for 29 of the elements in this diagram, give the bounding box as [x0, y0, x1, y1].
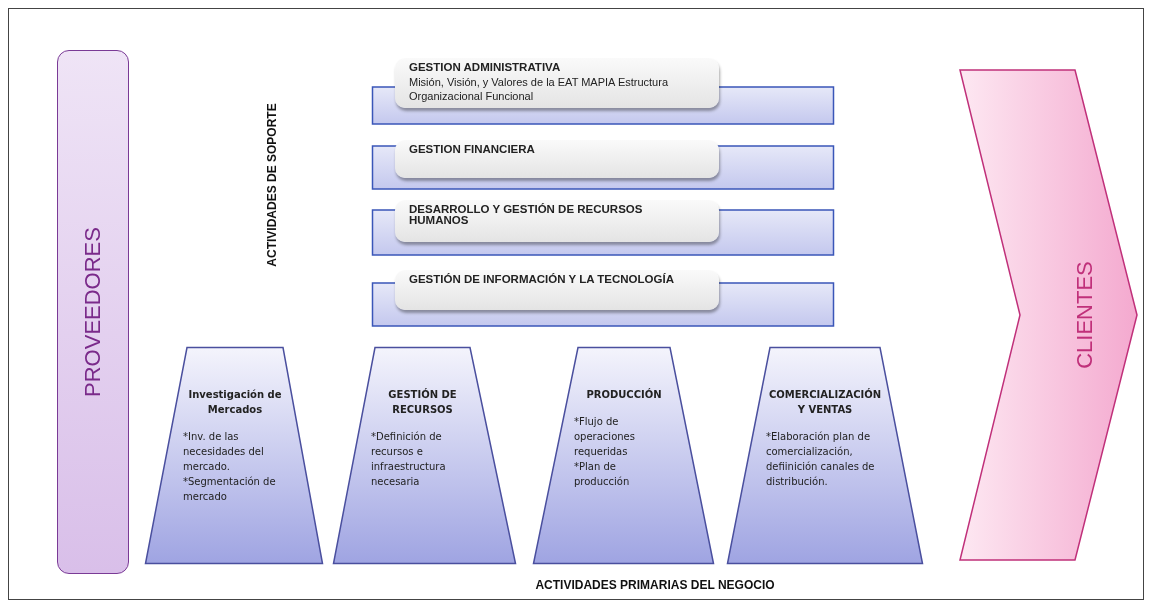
- bullet-text: *Segmentación de mercado: [183, 475, 277, 504]
- activity-title: GESTION ADMINISTRATIVA: [409, 62, 562, 73]
- bullet-text: *Inv. de las necesidades del mercado.: [183, 430, 265, 474]
- activity-title: Investigación de Mercados: [187, 388, 283, 417]
- vertical-section-label: ACTIVIDADES DE SOPORTE: [265, 103, 279, 267]
- activity-title: PRODUCCIÓN: [585, 387, 663, 402]
- activity-title: GESTIÓN DE RECURSOS: [387, 387, 458, 417]
- activity-description: Misión, Visión, y Valores de la EAT MAPIA Estructura Organizacional Funcional: [409, 75, 669, 103]
- bullet-text: *Flujo de operaciones requeridas: [574, 415, 636, 459]
- support-activity-bar: [372, 270, 834, 327]
- support-activity-bar: [372, 140, 834, 190]
- activity-title: GESTION FINANCIERA: [409, 144, 536, 155]
- primary-activity-trapezoid: [533, 347, 714, 564]
- support-activity-bar: [372, 58, 834, 125]
- activity-title: COMERCIALIZACIÓN Y VENTAS: [767, 387, 883, 417]
- panel-title: CLIENTES: [1072, 261, 1098, 369]
- bullet-text: *Elaboración plan de comercialización, defiinición canales de distribución.: [766, 430, 876, 489]
- customer-chevron: [960, 70, 1138, 560]
- primary-activity-trapezoid: [727, 347, 923, 564]
- activity-title: GESTIÓN DE INFORMACIÓN Y LA TECNOLOGÍA: [409, 274, 675, 285]
- activity-title: DESARROLLO Y GESTIÓN DE RECURSOS HUMANOS: [409, 204, 644, 226]
- bullet-text: *Plan de producción: [574, 460, 631, 489]
- section-label: ACTIVIDADES PRIMARIAS DEL NEGOCIO: [535, 578, 775, 592]
- panel-title: PROVEEDORES: [80, 227, 106, 397]
- supplier-panel: [57, 50, 129, 574]
- support-activity-bar: [372, 200, 834, 256]
- bullet-text: *Definición de recursos e infraestructura necesaria: [371, 430, 447, 489]
- primary-activity-trapezoid: [333, 347, 516, 564]
- primary-activity-trapezoid: [145, 347, 323, 564]
